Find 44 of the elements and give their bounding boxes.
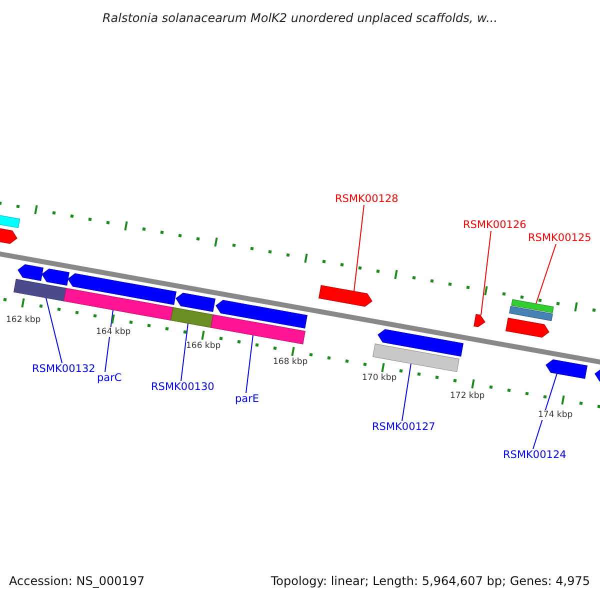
gene-label: RSMK00128 bbox=[335, 193, 398, 205]
leader-line bbox=[246, 334, 254, 394]
leader-line bbox=[354, 204, 364, 292]
gene-feature bbox=[474, 314, 486, 328]
gene-bar bbox=[170, 307, 214, 328]
gene-label: RSMK00132 bbox=[32, 363, 96, 375]
gene-bar bbox=[509, 306, 553, 322]
title: Ralstonia solanacearum MolK2 unordered unplaced scaffolds, w... bbox=[101, 11, 499, 25]
scale-label: 170 kbp bbox=[362, 373, 397, 383]
gene-bar bbox=[0, 214, 20, 228]
gene-label: RSMK00124 bbox=[503, 449, 566, 461]
leader-line bbox=[180, 322, 188, 382]
gene-bar bbox=[64, 288, 174, 321]
gene-label: RSMK00126 bbox=[463, 219, 526, 231]
gene-bar bbox=[372, 344, 460, 372]
gene-label: RSMK00125 bbox=[528, 232, 592, 244]
scale-label: 166 kbp bbox=[186, 341, 221, 351]
footer-text: Accession: NS_000197 bbox=[9, 574, 145, 588]
scale-label: 162 kbp bbox=[6, 315, 41, 325]
gene-feature bbox=[506, 318, 550, 338]
gene-feature bbox=[18, 264, 44, 281]
footer-text: Topology: linear; Length: 5,964,607 bp; Genes: 4,975 bbox=[270, 574, 590, 588]
gene-feature bbox=[68, 273, 176, 305]
leader-line bbox=[480, 230, 492, 316]
gene-bar bbox=[511, 299, 554, 314]
gene-feature bbox=[216, 300, 308, 329]
scale-label: 172 kbp bbox=[450, 391, 485, 401]
leader-line bbox=[536, 244, 556, 304]
gene-feature bbox=[42, 268, 70, 286]
gene-feature bbox=[176, 292, 216, 312]
gene-label: parC bbox=[97, 372, 122, 384]
gene-feature bbox=[318, 285, 372, 307]
gene-label: RSMK00127 bbox=[372, 421, 436, 433]
gene-label: RSMK00130 bbox=[151, 381, 214, 393]
scale-label: 164 kbp bbox=[96, 327, 131, 337]
gene-bar bbox=[14, 278, 66, 302]
gene-label: parE bbox=[235, 393, 260, 405]
leader-line bbox=[532, 373, 558, 450]
scale-label: 174 kbp bbox=[538, 410, 573, 420]
scale-label: 168 kbp bbox=[273, 357, 308, 367]
gene-feature bbox=[378, 329, 464, 357]
gene-feature bbox=[0, 227, 18, 244]
leader-line bbox=[46, 297, 62, 364]
gene-feature bbox=[546, 359, 588, 379]
